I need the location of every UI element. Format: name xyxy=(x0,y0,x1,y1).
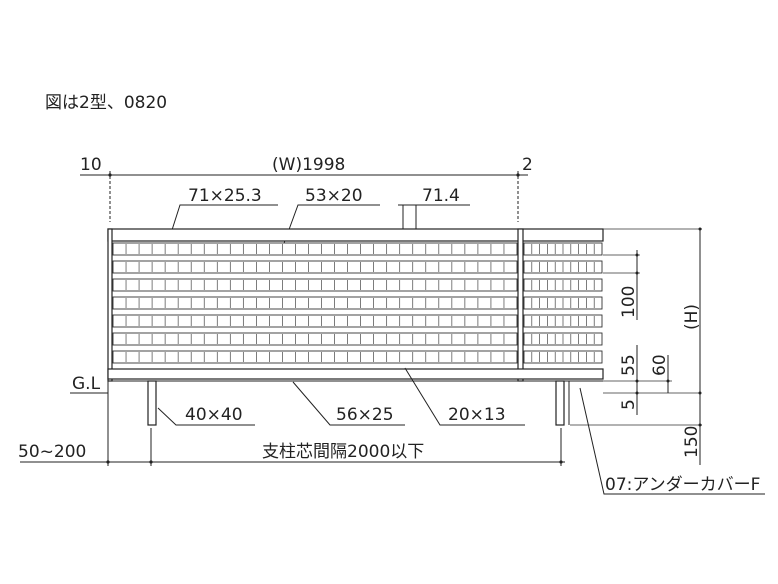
slat xyxy=(112,314,518,328)
left-post xyxy=(147,380,157,426)
slat xyxy=(112,260,518,274)
under-cover-leader xyxy=(579,387,765,495)
gap-55-label: 55 xyxy=(619,354,639,376)
under-cover-label: 07:アンダーカバーF xyxy=(605,475,760,495)
bottom-slat-leader xyxy=(404,367,525,426)
bottom-slat-label: 20×13 xyxy=(448,405,506,425)
left-gap-label: 10 xyxy=(80,155,102,175)
gap-60-label: 60 xyxy=(650,354,670,376)
right-gap-label: 2 xyxy=(522,155,533,175)
slat xyxy=(112,332,518,346)
pitch-100-label: 100 xyxy=(619,286,639,318)
post-spacing-label: 支柱芯間隔2000以下 xyxy=(262,442,424,462)
slat xyxy=(112,350,518,364)
top-dimension-line xyxy=(80,171,528,222)
gap-5-label: 5 xyxy=(619,399,639,410)
bottom-dimension-line xyxy=(20,381,565,466)
bottom-rail-leader xyxy=(292,381,405,426)
post-embed-label: 50~200 xyxy=(18,442,86,462)
slat xyxy=(112,242,518,256)
post-size-leader xyxy=(157,407,255,426)
slat-rows xyxy=(112,242,603,364)
right-dimension-lines xyxy=(570,227,702,465)
ground-label: G.L xyxy=(72,374,101,394)
post-depth-label: 150 xyxy=(682,426,702,458)
post-size-label: 40×40 xyxy=(185,405,243,425)
height-label: (H) xyxy=(682,304,702,330)
bottom-rail-label: 56×25 xyxy=(336,405,394,425)
slat xyxy=(112,278,518,292)
slat-size-label: 53×20 xyxy=(305,186,363,206)
drawing-caption: 図は2型、0820 xyxy=(45,93,167,113)
fence-panel xyxy=(107,228,604,382)
frame-rail-leader xyxy=(171,204,278,231)
right-post xyxy=(555,380,570,426)
slat xyxy=(112,296,518,310)
slat-pitch-label: 71.4 xyxy=(422,186,460,206)
width-label: (W)1998 xyxy=(272,155,345,175)
frame-rail-label: 71×25.3 xyxy=(188,186,262,206)
